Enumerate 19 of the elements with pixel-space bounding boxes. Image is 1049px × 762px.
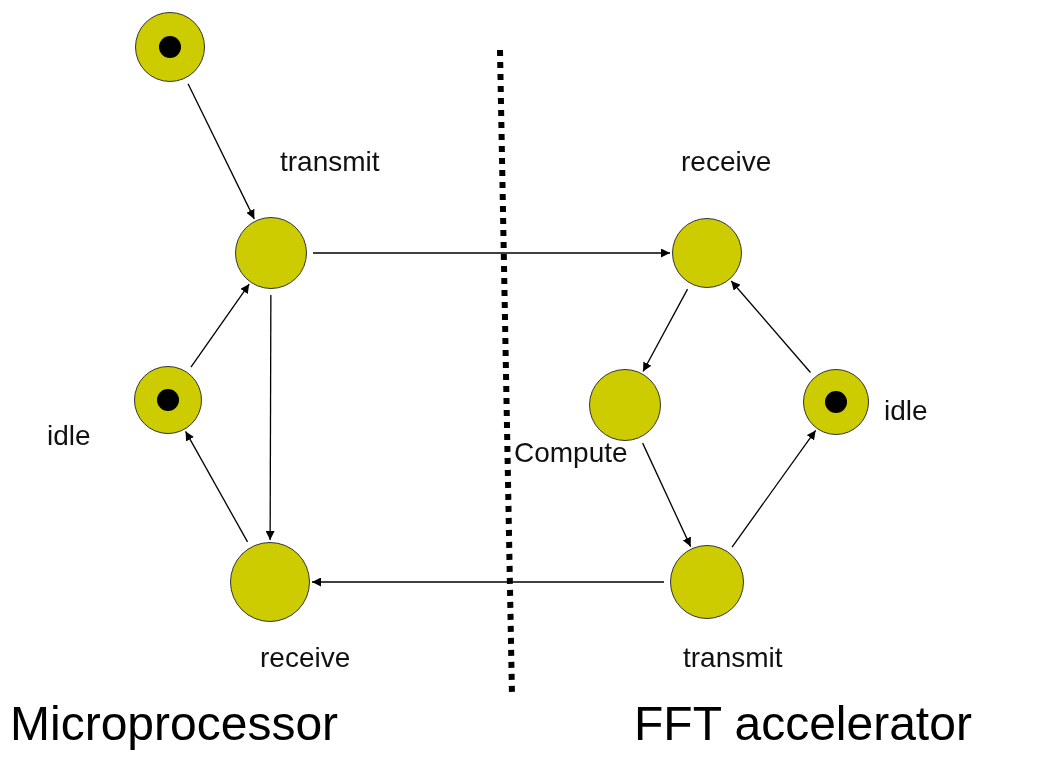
place-label: receive xyxy=(260,642,351,675)
arrow xyxy=(265,294,275,541)
section-title: Microprocessor xyxy=(10,698,339,751)
arrow xyxy=(187,83,255,220)
arrow xyxy=(312,248,671,258)
arrow xyxy=(311,577,665,587)
place-label: transmit xyxy=(280,146,380,179)
arrow xyxy=(184,430,249,543)
arrow xyxy=(190,283,250,368)
arrow xyxy=(730,280,812,374)
place-label: Compute xyxy=(514,437,628,470)
place-label: transmit xyxy=(683,642,783,675)
arrow xyxy=(731,429,817,548)
arrow xyxy=(642,288,689,373)
place-label: idle xyxy=(47,420,91,453)
arrow xyxy=(642,442,692,548)
place-label: receive xyxy=(681,146,772,179)
place-label: idle xyxy=(884,395,928,428)
section-title: FFT accelerator xyxy=(634,698,972,751)
